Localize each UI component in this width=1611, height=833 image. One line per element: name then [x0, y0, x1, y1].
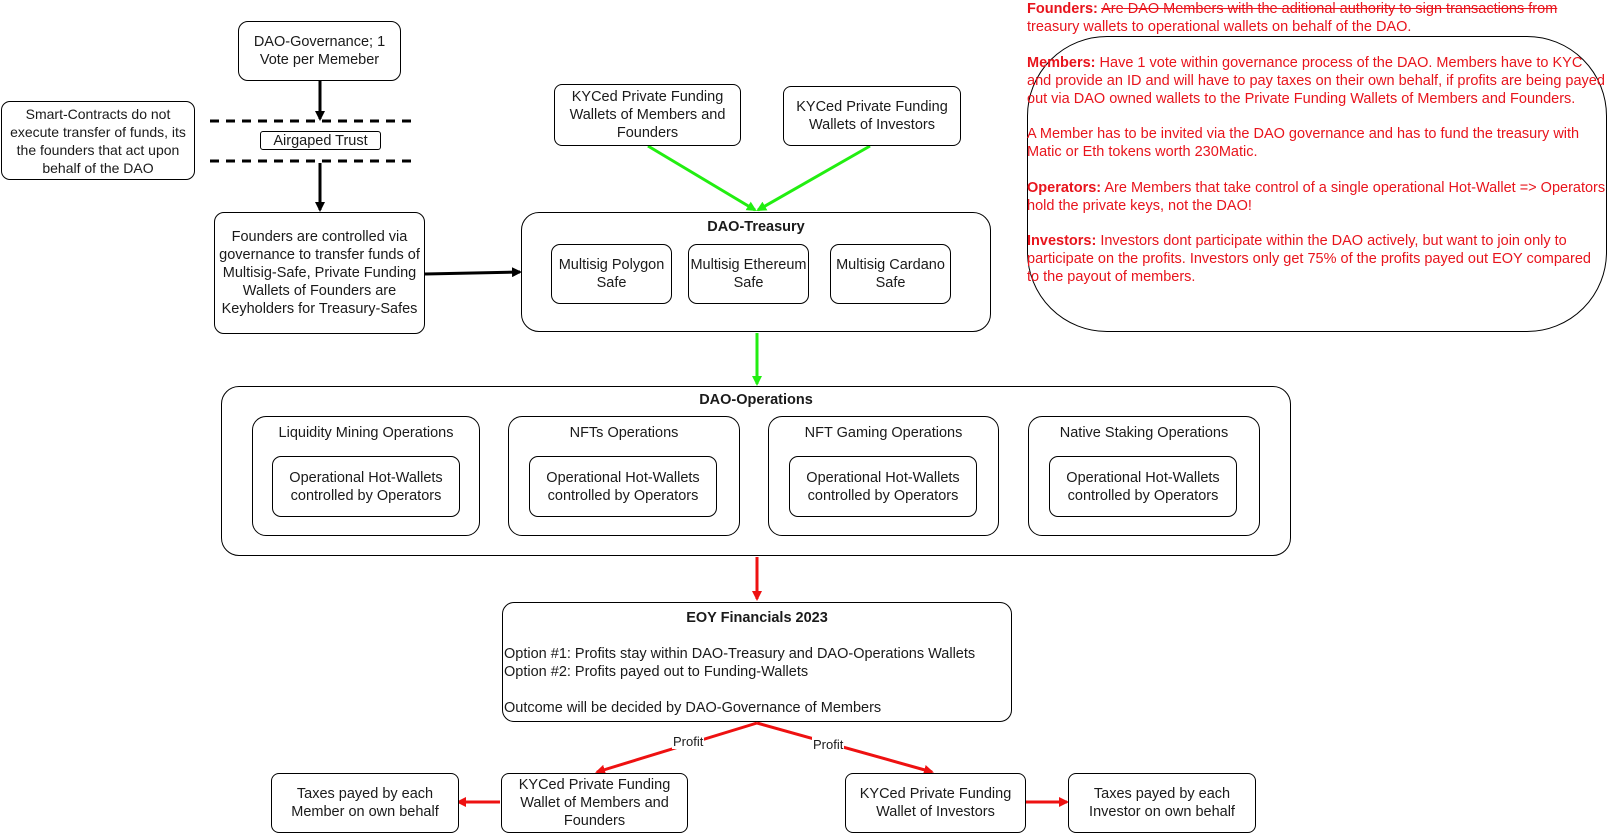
financials-option-1: Option #1: Profits stay within DAO-Treas… — [504, 646, 976, 662]
note-operators: Operators: Are Members that take control… — [1027, 179, 1607, 215]
edge-investors-treasury — [756, 144, 871, 212]
ops-native-staking-wallet-text: Operational Hot-Wallets controlled by Op… — [1066, 469, 1220, 504]
note-invite: A Member has to be invited via the DAO g… — [1027, 125, 1607, 161]
ops-liquidity-mining: Liquidity Mining Operations Operational … — [252, 416, 480, 536]
taxes-investors-text: Taxes payed by each Investor on own beha… — [1089, 786, 1235, 820]
ops-nft-gaming: NFT Gaming Operations Operational Hot-Wa… — [768, 416, 999, 536]
ops-native-staking: Native Staking Operations Operational Ho… — [1028, 416, 1260, 536]
ops-liquidity-mining-wallet: Operational Hot-Wallets controlled by Op… — [272, 456, 460, 517]
safe-polygon: Multisig Polygon Safe — [551, 244, 672, 304]
airgap-text: Airgaped Trust — [273, 132, 368, 149]
safe-cardano-text: Multisig Cardano Safe — [836, 257, 945, 291]
payout-investors-text: KYCed Private Funding Wallet of Investor… — [859, 786, 1012, 820]
treasury-title: DAO-Treasury — [707, 219, 805, 235]
note-operators-label: Operators: — [1027, 179, 1102, 196]
payout-members-box: KYCed Private Funding Wallet of Members … — [501, 773, 688, 833]
note-founders: Founders: Are DAO Members with the aditi… — [1027, 0, 1607, 36]
edge-founders-treasury — [424, 267, 522, 278]
edge-financials-investors — [756, 721, 934, 775]
note-members: Members: Have 1 vote within governance p… — [1027, 54, 1607, 108]
financials-option-2: Option #2: Profits payed out to Funding-… — [504, 664, 809, 680]
safe-cardano: Multisig Cardano Safe — [830, 244, 951, 304]
ops-native-staking-wallet: Operational Hot-Wallets controlled by Op… — [1049, 456, 1237, 517]
taxes-members-box: Taxes payed by each Member on own behalf — [271, 773, 459, 833]
airgap-box: Airgaped Trust — [260, 131, 381, 150]
notes-panel: Founders: Are DAO Members with the aditi… — [1027, 0, 1607, 304]
note-founders-label: Founders: — [1027, 1, 1098, 17]
funding-members-box: KYCed Private Funding Wallets of Members… — [554, 84, 741, 146]
safe-ethereum: Multisig Ethereum Safe — [688, 244, 809, 304]
financials-spacer — [504, 681, 975, 699]
ops-nfts-title: NFTs Operations — [569, 425, 679, 441]
note-invite-text: A Member has to be invited via the DAO g… — [1027, 126, 1580, 160]
financials-title: EOY Financials 2023 — [686, 610, 828, 626]
edge-label-profit-right: Profit — [812, 737, 845, 752]
governance-text: DAO-Governance; 1 Vote per Memeber — [253, 34, 386, 68]
governance-box: DAO-Governance; 1 Vote per Memeber — [238, 21, 401, 81]
financials-outcome: Outcome will be decided by DAO-Governanc… — [504, 700, 882, 716]
funding-investors-text: KYCed Private Funding Wallets of Investo… — [796, 99, 948, 133]
financials-options: Option #1: Profits stay within DAO-Treas… — [504, 645, 975, 717]
ops-nfts: NFTs Operations Operational Hot-Wallets … — [508, 416, 740, 536]
note-members-label: Members: — [1027, 54, 1096, 71]
funding-members-text: KYCed Private Funding Wallets of Members… — [569, 89, 726, 141]
taxes-investors-box: Taxes payed by each Investor on own beha… — [1068, 773, 1256, 833]
note-operators-text: Are Members that take control of a singl… — [1027, 179, 1606, 214]
ops-liquidity-mining-wallet-text: Operational Hot-Wallets controlled by Op… — [289, 469, 443, 504]
note-investors-text: Investors dont participate within the DA… — [1027, 233, 1591, 285]
note-founders-strike: Are DAO Members with the aditional autho… — [1101, 1, 1558, 17]
notes-panel-border — [1027, 36, 1607, 332]
payout-investors-box: KYCed Private Funding Wallet of Investor… — [845, 773, 1026, 833]
note-investors: Investors: Investors dont participate wi… — [1027, 232, 1607, 286]
taxes-members-text: Taxes payed by each Member on own behalf — [291, 786, 439, 820]
smart-contracts-note-text: Smart-Contracts do not execute transfer … — [10, 105, 186, 176]
ops-nft-gaming-wallet: Operational Hot-Wallets controlled by Op… — [789, 456, 977, 517]
operations-group: DAO-Operations Liquidity Mining Operatio… — [221, 386, 1291, 556]
ops-nft-gaming-wallet-text: Operational Hot-Wallets controlled by Op… — [806, 469, 960, 504]
safe-polygon-text: Multisig Polygon Safe — [558, 257, 665, 291]
smart-contracts-note-box: Smart-Contracts do not execute transfer … — [1, 101, 195, 180]
ops-nfts-wallet-text: Operational Hot-Wallets controlled by Op… — [546, 469, 700, 504]
edge-members-treasury — [647, 144, 757, 212]
note-members-text: Have 1 vote within governance process of… — [1027, 54, 1605, 107]
ops-nft-gaming-title: NFT Gaming Operations — [804, 425, 963, 441]
operations-title: DAO-Operations — [699, 392, 813, 408]
treasury-group: DAO-Treasury Multisig Polygon Safe Multi… — [521, 212, 991, 332]
payout-members-text: KYCed Private Funding Wallet of Members … — [518, 777, 671, 829]
ops-liquidity-mining-title: Liquidity Mining Operations — [278, 425, 454, 441]
financials-box: EOY Financials 2023 Option #1: Profits s… — [502, 602, 1012, 722]
safe-ethereum-text: Multisig Ethereum Safe — [690, 257, 807, 291]
ops-nfts-wallet: Operational Hot-Wallets controlled by Op… — [529, 456, 717, 517]
ops-native-staking-title: Native Staking Operations — [1059, 425, 1229, 441]
founders-control-text: Founders are controlled via governance t… — [219, 229, 420, 317]
funding-investors-box: KYCed Private Funding Wallets of Investo… — [783, 86, 961, 146]
edge-label-profit-left: Profit — [672, 734, 705, 749]
founders-control-box: Founders are controlled via governance t… — [214, 212, 425, 334]
note-investors-label: Investors: — [1027, 233, 1097, 249]
note-founders-text: treasury wallets to operational wallets … — [1027, 19, 1412, 35]
